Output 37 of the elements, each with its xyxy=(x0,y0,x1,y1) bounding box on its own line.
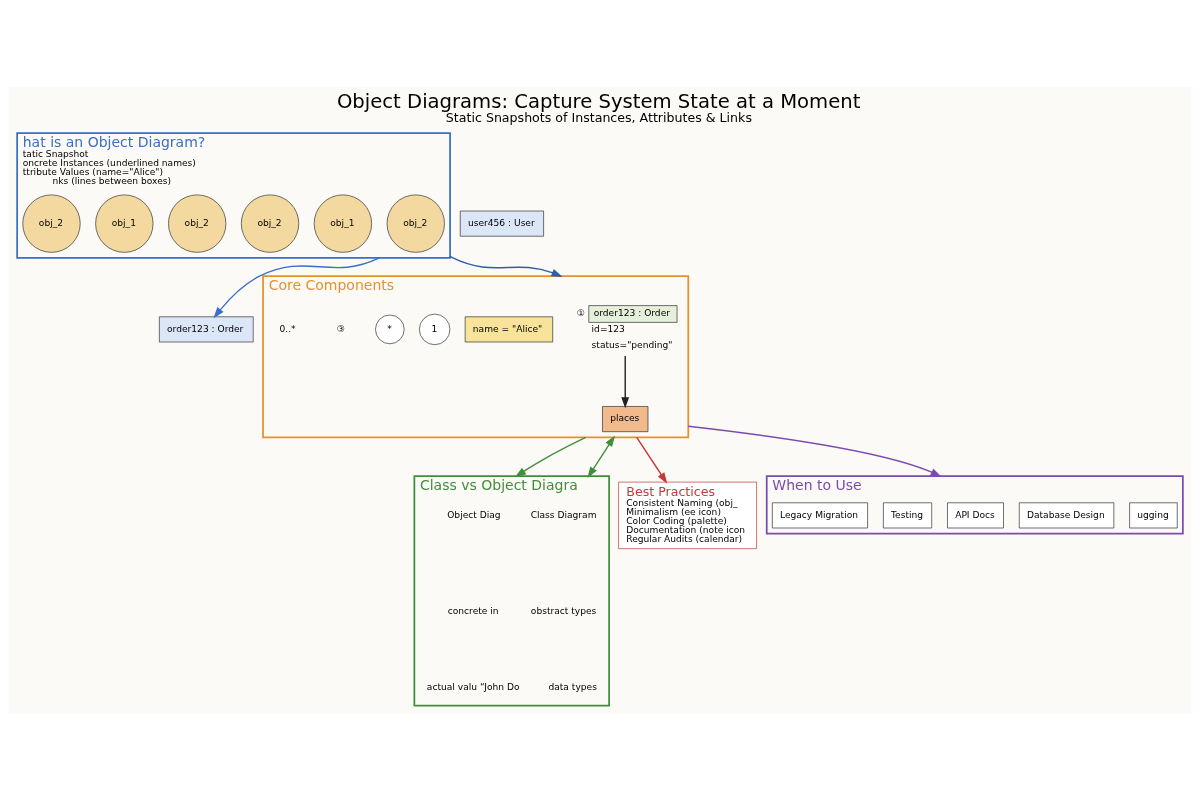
node-circle: obj_2 xyxy=(240,194,300,253)
node-box: places xyxy=(602,405,649,432)
arrow xyxy=(687,425,942,477)
node-box: API Docs xyxy=(947,501,1004,528)
node-label: id=123 xyxy=(591,323,625,334)
node-label: status="pending" xyxy=(591,339,673,350)
label: 0..* xyxy=(279,323,296,334)
diagram-title: Object Diagrams: Capture System State at a Moment xyxy=(336,89,861,113)
node-box: Testing xyxy=(883,501,933,528)
node-box: Legacy Migration xyxy=(772,501,868,528)
label: concrete in xyxy=(447,605,499,616)
node-box: name = "Alice" xyxy=(464,315,554,342)
node-circle: obj_1 xyxy=(95,194,154,253)
label: Class Diagram xyxy=(530,509,597,520)
label: Object Diag xyxy=(447,509,501,520)
arrow xyxy=(621,354,630,408)
label: ③ xyxy=(336,323,345,334)
node-box: ugging xyxy=(1129,501,1178,528)
arrow xyxy=(587,435,616,478)
node-circle: * xyxy=(375,314,405,344)
label: obstract types xyxy=(530,605,597,616)
node-box: Database Design xyxy=(1018,501,1115,528)
node-circle: obj_2 xyxy=(386,194,445,253)
node-circle: obj_1 xyxy=(313,194,372,253)
arrow xyxy=(514,436,587,477)
node-box: Best Practices Consistent Naming (obj_ Minimalism (ee icon) Color Coding (palette) Documentation (note icon Regular Audits (calendar) xyxy=(618,481,757,549)
node-circle: obj_2 xyxy=(168,194,227,253)
node-box: user456 : User xyxy=(459,210,544,237)
label: data types xyxy=(548,681,597,692)
arrow xyxy=(636,436,668,484)
arrow xyxy=(449,255,563,277)
node-label: ① xyxy=(576,307,586,318)
node-box: order123 : Order xyxy=(159,315,254,342)
node-circle: obj_2 xyxy=(22,194,81,253)
node-circle: 1 xyxy=(419,313,451,345)
label: actual valu “John Do xyxy=(426,681,520,692)
arrow xyxy=(213,256,381,318)
